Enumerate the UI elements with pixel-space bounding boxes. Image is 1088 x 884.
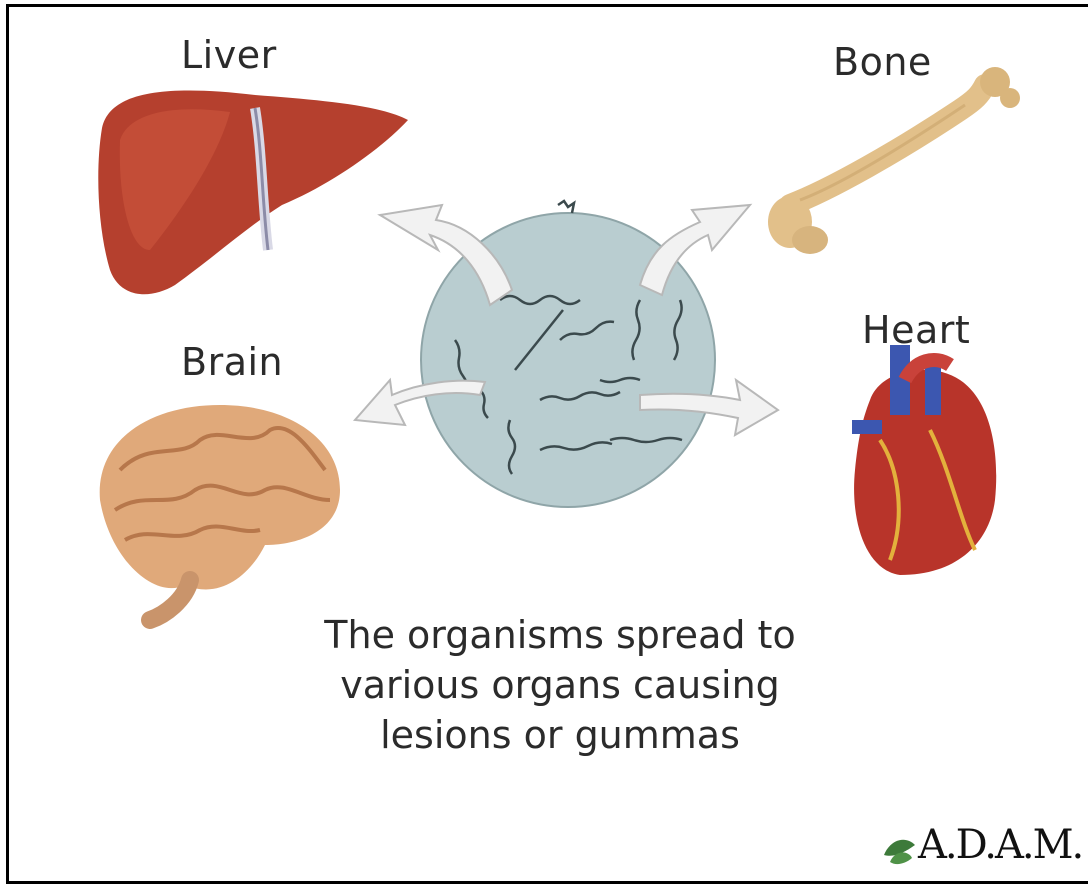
liver-illustration — [98, 91, 408, 295]
diagram-caption: The organisms spread to various organs c… — [300, 610, 820, 760]
adam-logo-mark — [884, 840, 915, 864]
adam-logo-text: A.D.A.M. — [918, 822, 1082, 868]
brain-illustration — [100, 405, 340, 620]
liver-label: Liver — [181, 33, 277, 77]
heart-label: Heart — [862, 308, 970, 352]
caption-line-2: various organs causing — [300, 660, 820, 710]
brain-label: Brain — [181, 340, 283, 384]
caption-line-1: The organisms spread to — [300, 610, 820, 660]
bone-label: Bone — [833, 40, 932, 84]
bone-illustration — [768, 67, 1020, 254]
heart-illustration — [852, 345, 996, 575]
caption-line-3: lesions or gummas — [300, 710, 820, 760]
